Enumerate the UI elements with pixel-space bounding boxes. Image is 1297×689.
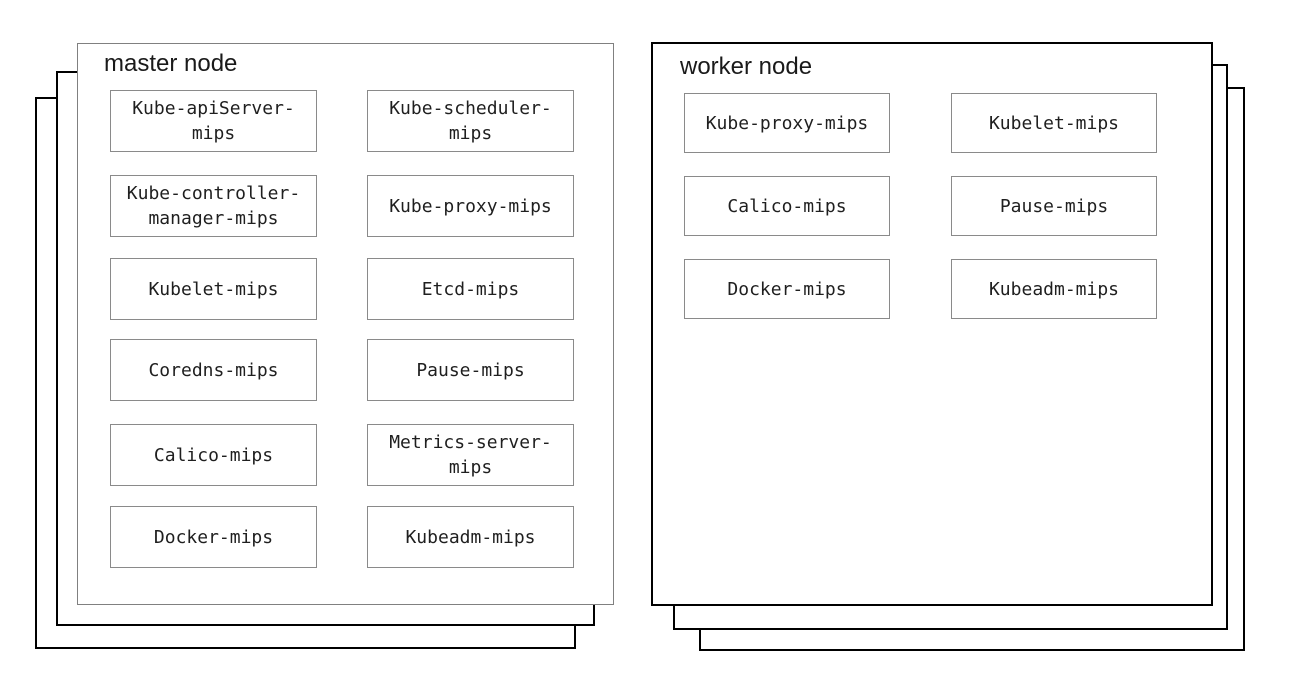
component-label: Pause-mips xyxy=(999,195,1109,217)
master-node-box: master node Kube-apiServer- mips Kube-co… xyxy=(77,43,614,605)
component-label: Docker-mips xyxy=(727,278,847,300)
master-node-title: master node xyxy=(104,50,238,77)
component-box-kubelet-mips-worker: Kubelet-mips xyxy=(951,93,1157,153)
component-box-metrics-server-mips: Metrics-server- mips xyxy=(367,424,574,486)
component-label: Coredns-mips xyxy=(148,359,279,381)
component-box-calico-mips-master: Calico-mips xyxy=(110,424,317,486)
component-box-kube-proxy-mips-master: Kube-proxy-mips xyxy=(367,175,574,237)
component-label: Kube-controller- manager-mips xyxy=(126,183,301,229)
component-box-etcd-mips: Etcd-mips xyxy=(367,258,574,320)
component-label: Kubelet-mips xyxy=(988,112,1120,134)
component-label: Etcd-mips xyxy=(421,278,520,300)
component-label: Metrics-server- mips xyxy=(389,432,552,478)
component-box-kube-proxy-mips-worker: Kube-proxy-mips xyxy=(684,93,890,153)
component-box-kube-apiserver-mips: Kube-apiServer- mips xyxy=(110,90,317,152)
component-label: Kube-apiServer- mips xyxy=(132,98,295,144)
component-label: Pause-mips xyxy=(416,359,525,381)
component-label: Kube-proxy-mips xyxy=(389,195,552,217)
component-box-kube-controller-manager-mips: Kube-controller- manager-mips xyxy=(110,175,317,237)
component-box-kubeadm-mips-worker: Kubeadm-mips xyxy=(951,259,1157,319)
component-label: Kubeadm-mips xyxy=(988,278,1120,300)
component-box-coredns-mips: Coredns-mips xyxy=(110,339,317,401)
component-label: Calico-mips xyxy=(153,444,274,466)
component-box-docker-mips-worker: Docker-mips xyxy=(684,259,890,319)
component-label: Kubeadm-mips xyxy=(405,526,536,548)
component-label: Kube-proxy-mips xyxy=(705,112,869,134)
component-label: Calico-mips xyxy=(727,195,847,217)
component-box-kubelet-mips-master: Kubelet-mips xyxy=(110,258,317,320)
component-box-kube-scheduler-mips: Kube-scheduler- mips xyxy=(367,90,574,152)
component-label: Kube-scheduler- mips xyxy=(389,98,552,144)
worker-node-title: worker node xyxy=(680,53,813,80)
worker-node-box: worker node Kube-proxy-mips Calico-mips … xyxy=(651,42,1213,606)
component-label: Kubelet-mips xyxy=(148,278,279,300)
component-box-pause-mips-worker: Pause-mips xyxy=(951,176,1157,236)
component-box-docker-mips-master: Docker-mips xyxy=(110,506,317,568)
component-label: Docker-mips xyxy=(153,526,274,548)
component-box-calico-mips-worker: Calico-mips xyxy=(684,176,890,236)
component-box-kubeadm-mips-master: Kubeadm-mips xyxy=(367,506,574,568)
component-box-pause-mips-master: Pause-mips xyxy=(367,339,574,401)
